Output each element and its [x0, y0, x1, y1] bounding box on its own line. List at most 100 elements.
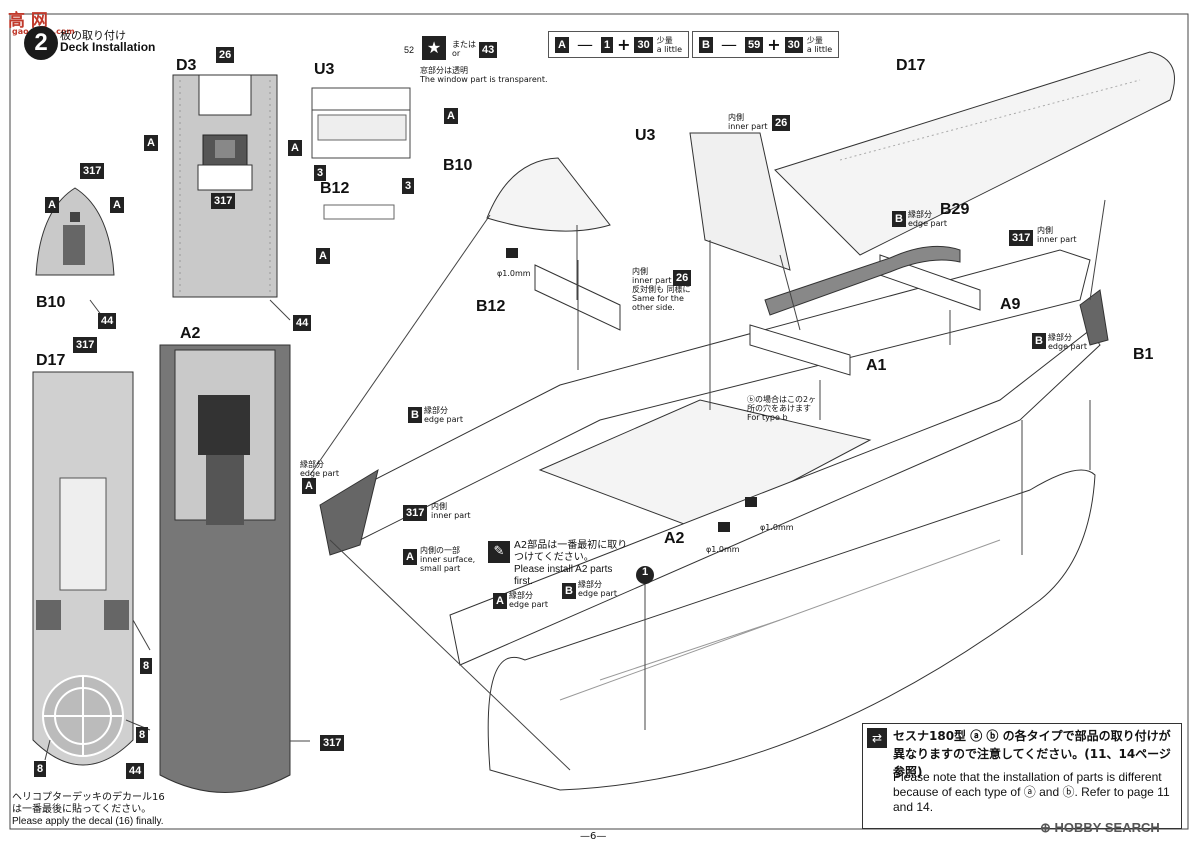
a-edge-bottom-letter: A [493, 593, 507, 609]
b10-a-left: A [45, 197, 59, 213]
drill-markers [506, 248, 757, 532]
title-jp: 板の取り付け [60, 29, 126, 42]
main-part-317-left: 317 [403, 505, 428, 521]
legend-b-plus: + [767, 35, 781, 54]
inner-26-en: inner part [632, 276, 672, 285]
d3-part-26: 26 [216, 47, 235, 63]
star-icon: ★ [422, 36, 446, 60]
legend-b-num2: 30 [784, 36, 803, 53]
b29-edge-jp: 縁部分 [908, 210, 932, 219]
main-b1-label: B1 [1133, 346, 1154, 363]
legend-a-num2: 30 [634, 36, 653, 53]
note-arrow-icon: ⇄ [867, 728, 887, 748]
edge-bottom-b-jp: 縁部分 [578, 580, 602, 589]
note-en: Please note that the installation of par… [893, 770, 1170, 814]
phi-note-1: φ1.0mm [497, 269, 531, 278]
b-edge-right-letter: B [1032, 333, 1046, 349]
d3-a-right: A [288, 140, 302, 156]
b12-detail-label: B12 [320, 180, 350, 197]
legend-a: A — 1 + 30 少量 a little [548, 31, 690, 58]
a2-label: A2 [180, 325, 201, 342]
edge-a-jp: 縁部分 [300, 460, 324, 469]
type-note-box: ⇄ セスナ180型 ⓐ ⓑ の各タイプで部品の取り付けが異なりますので注意してく… [862, 723, 1182, 829]
b29-edge-letter: B [892, 211, 906, 227]
brand-watermark: ⊕ HOBBY SEARCH [1040, 820, 1160, 836]
brand-icon: ⊕ [1040, 820, 1051, 835]
type-b-jp: ⓑの場合はこの2ヶ所の穴をあけます [747, 395, 817, 413]
inner-right-en: inner part [1037, 235, 1077, 244]
d17-label: D17 [36, 352, 66, 369]
window-note-jp: 窓部分は透明 [420, 66, 468, 75]
phi-note-2: φ1.0mm [760, 523, 794, 532]
legend-b-little-en: a little [806, 44, 833, 54]
main-a1-label: A1 [866, 357, 887, 374]
main-u3-label: U3 [635, 127, 656, 144]
a2-note-jp: A2部品は一番最初に取りつけてください。 [514, 540, 628, 563]
page-number: —6— [580, 831, 607, 842]
a2-part-44: 44 [293, 315, 312, 331]
d3-deck-drawing [172, 74, 278, 298]
main-a9-label: A9 [1000, 296, 1021, 313]
main-b12-label: B12 [476, 298, 506, 315]
inner-small-jp: 内側の一部 [420, 546, 460, 555]
u3-part-43: 43 [479, 42, 498, 58]
main-exploded-diagram [309, 51, 1175, 791]
d17-part-8c: 8 [34, 761, 47, 777]
legend-a-num1: 1 [600, 36, 614, 53]
b10-part-317: 317 [80, 163, 105, 179]
legend-b: B — 59 + 30 少量 a little [692, 31, 840, 58]
main-inner-en: inner part [728, 122, 768, 131]
a2-deck-drawing [159, 344, 291, 793]
b-edge-left-letter: B [408, 407, 422, 423]
title-en: Deck Installation [60, 40, 156, 54]
b-edge-bottom-letter: B [562, 583, 576, 599]
inner-right-jp: 内側 [1037, 226, 1053, 235]
heli-note-jp: ヘリコプターデッキのデカール16 は一番最後に貼ってください。 [12, 792, 165, 815]
a-inner-small-letter: A [403, 549, 417, 565]
edge-right-en: edge part [1048, 342, 1087, 351]
callout-lines [44, 299, 310, 761]
b29-edge-en: edge part [908, 219, 947, 228]
d17-part-317: 317 [73, 337, 98, 353]
b10-a-right: A [110, 197, 124, 213]
window-note-en: The window part is transparent. [420, 75, 548, 84]
inner-left-en: inner part [431, 511, 471, 520]
inner-26-jp: 内側 [632, 267, 648, 276]
d17-part-8a: 8 [140, 658, 153, 674]
main-part-317-right: 317 [1009, 230, 1034, 246]
legend-a-letter: A [555, 36, 569, 53]
d17-part-44: 44 [126, 763, 145, 779]
u3-a-1: A [444, 108, 458, 124]
main-inner-jp: 内側 [728, 113, 744, 122]
inner-left-jp: 内側 [431, 502, 447, 511]
a2-note-en: Please install A2 parts first. [514, 564, 613, 587]
legend-b-little-jp: 少量 [806, 35, 823, 45]
a-edge-left-letter: A [302, 478, 316, 494]
d3-part-317: 317 [211, 193, 236, 209]
main-d17-label: D17 [896, 57, 926, 74]
hull-part-317: 317 [320, 735, 345, 751]
d3-label: D3 [176, 57, 197, 74]
legend-b-num1: 59 [744, 36, 764, 53]
phi-note-3: φ1.0mm [706, 545, 740, 554]
opposite-en: Same for the other side. [632, 294, 684, 312]
u3-detail-label: U3 [314, 61, 335, 78]
edge-left-jp: 縁部分 [424, 406, 448, 415]
opposite-jp: 反対側も 同様に [632, 285, 691, 294]
legend-a-plus: + [617, 35, 631, 54]
step-circle-1: 1 [636, 566, 654, 584]
edge-a-en: edge part [300, 469, 339, 478]
step-number: 2 [24, 26, 58, 60]
legend-a-little-jp: 少量 [656, 35, 673, 45]
edge-bottom-a-jp: 縁部分 [509, 591, 533, 600]
or-en: or [452, 49, 461, 58]
heli-note-en: Please apply the decal (16) finally. [12, 816, 164, 827]
b10-label: B10 [36, 294, 66, 311]
d17-deck-drawing [32, 371, 134, 766]
or-jp: または [452, 40, 476, 49]
edge-left-en: edge part [424, 415, 463, 424]
u3-part-3b: 3 [402, 178, 415, 194]
u3-part-3a: 3 [314, 165, 327, 181]
brush-icon: ✎ [488, 541, 510, 563]
